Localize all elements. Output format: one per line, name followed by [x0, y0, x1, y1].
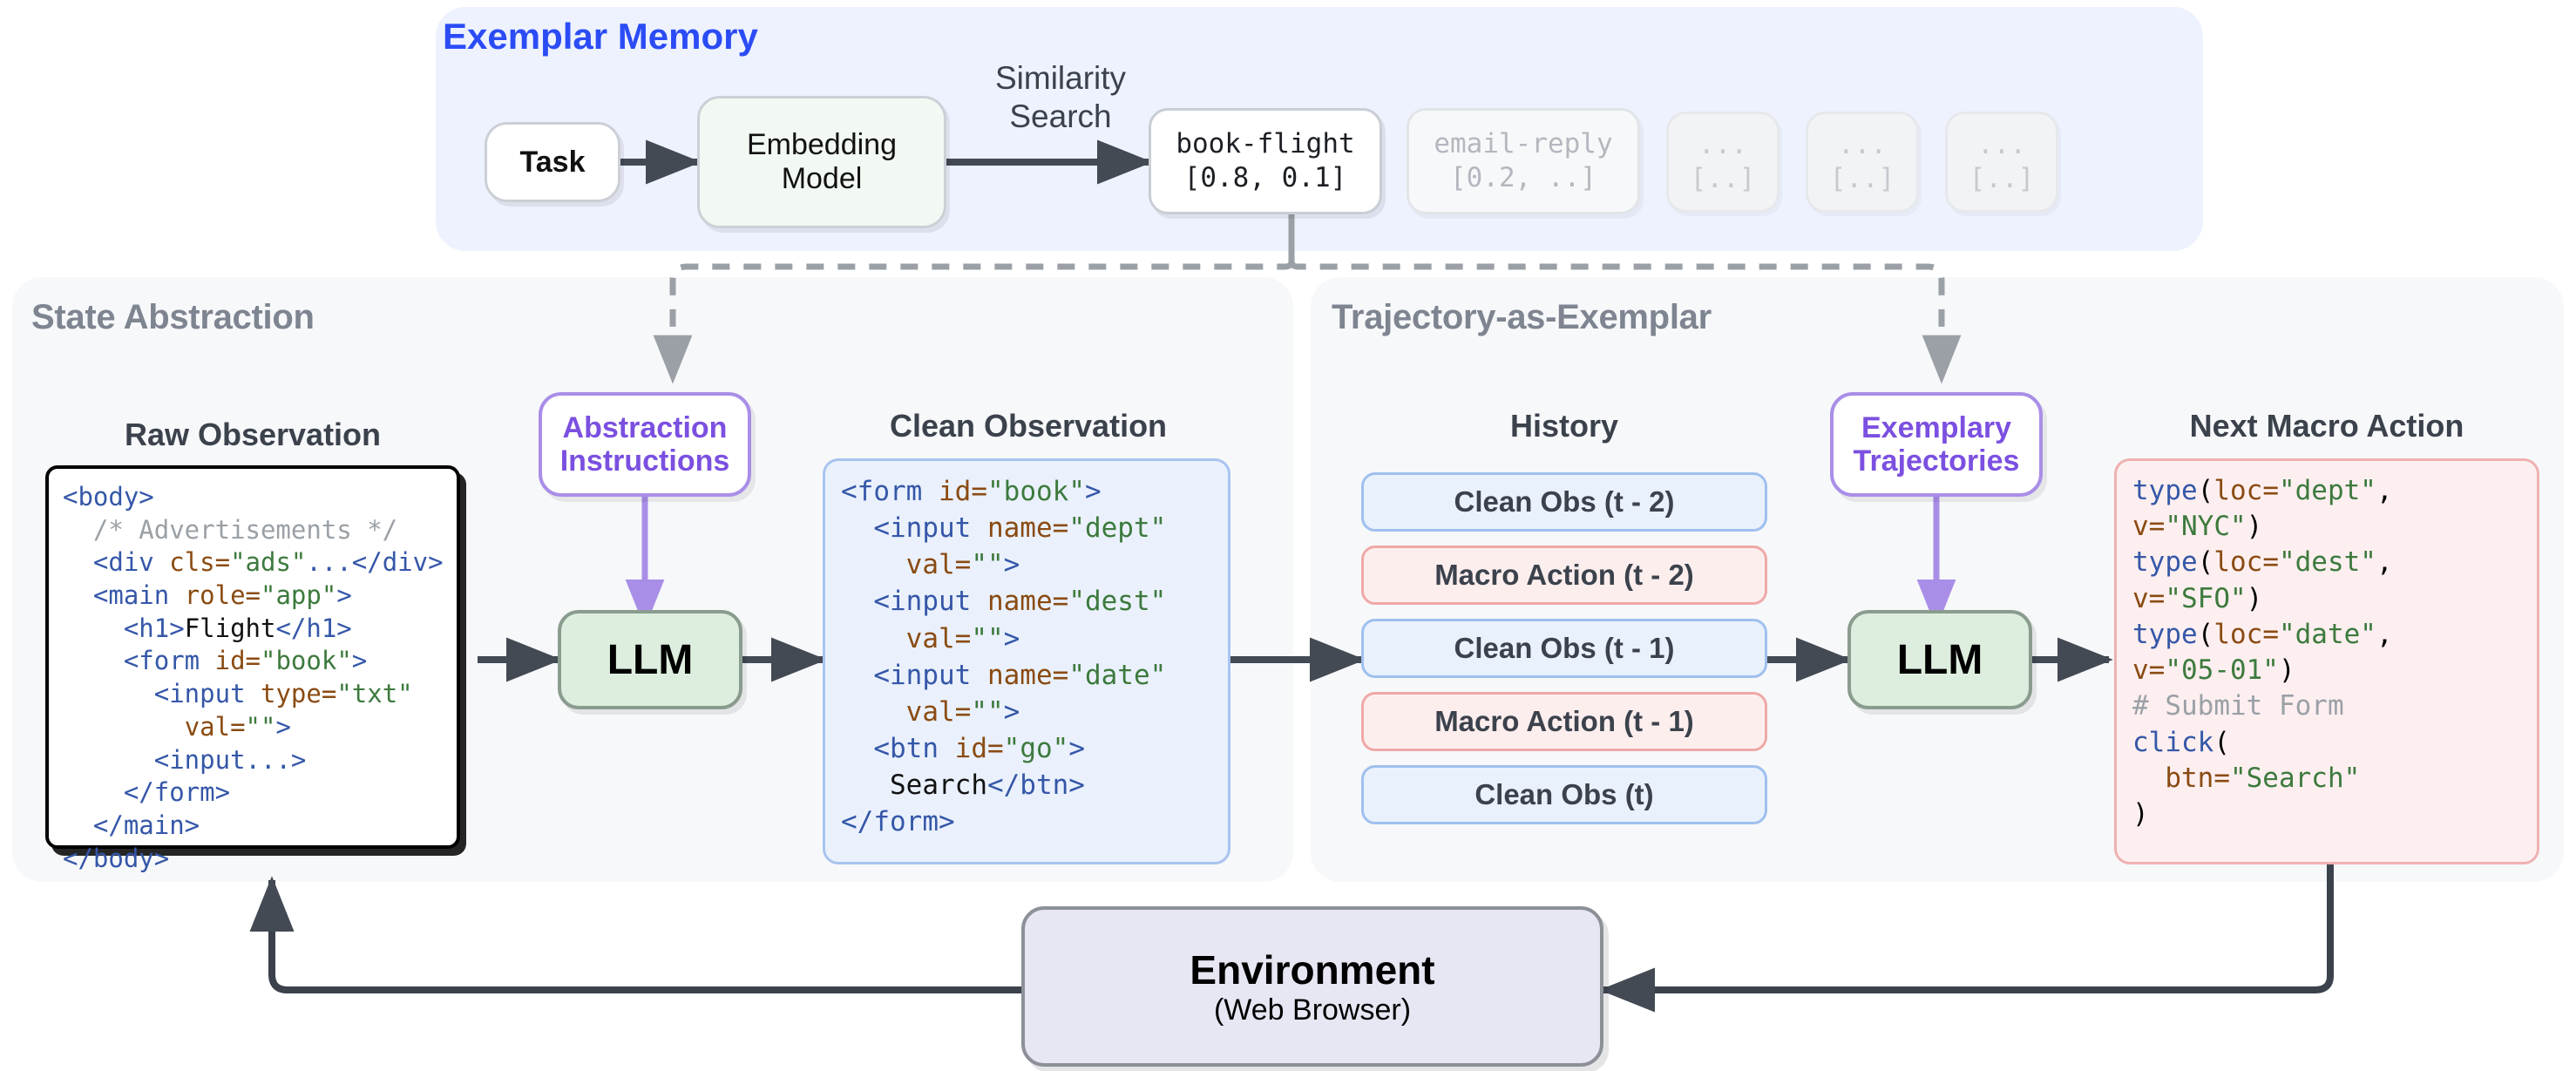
environment-node[interactable]: Environment (Web Browser) — [1021, 906, 1603, 1067]
exemplar-email-reply[interactable]: email-reply [0.2, ..] — [1407, 108, 1640, 214]
next-macro-action-code: type(loc="dept", v="NYC") type(loc="dest… — [2114, 458, 2539, 864]
exemplary-line-1: Exemplary — [1861, 410, 2011, 444]
state-abstraction-title: State Abstraction — [31, 298, 315, 336]
history-item-macro-action-t-2[interactable]: Macro Action (t - 2) — [1361, 546, 1767, 605]
abstraction-instructions-node[interactable]: Abstraction Instructions — [539, 392, 751, 497]
exemplar-memory-title: Exemplar Memory — [443, 16, 758, 57]
abstraction-line-1: Abstraction — [562, 410, 728, 444]
next-macro-action-title: Next Macro Action — [2189, 408, 2464, 444]
clean-observation-title: Clean Observation — [889, 408, 1168, 444]
llm-abstraction-node[interactable]: LLM — [558, 610, 742, 709]
similarity-search-label: Similarity Search — [994, 60, 1127, 134]
task-node[interactable]: Task — [485, 122, 620, 202]
history-title: History — [1509, 408, 1619, 444]
clean-observation-code: <form id="book"> <input name="dept" val=… — [823, 458, 1230, 864]
embedding-model-node[interactable]: Embedding Model — [697, 96, 946, 228]
exemplar-vector: [..] — [1969, 163, 2035, 194]
exemplar-vector: [..] — [1690, 163, 1756, 194]
exemplar-vector: [0.8, 0.1] — [1183, 162, 1347, 193]
exemplar-book-flight[interactable]: book-flight [0.8, 0.1] — [1149, 108, 1382, 214]
exemplar-placeholder-2[interactable]: ... [..] — [1806, 112, 1919, 213]
arrow-environment-to-raw — [249, 876, 1021, 993]
exemplar-placeholder-3[interactable]: ... [..] — [1945, 112, 2058, 213]
exemplar-vector: [0.2, ..] — [1450, 162, 1596, 193]
history-item-clean-obs-t-2[interactable]: Clean Obs (t - 2) — [1361, 472, 1767, 532]
exemplary-trajectories-node[interactable]: Exemplary Trajectories — [1830, 392, 2043, 497]
exemplar-placeholder-1[interactable]: ... [..] — [1666, 112, 1779, 213]
exemplar-name: book-flight — [1176, 128, 1355, 160]
abstraction-line-2: Instructions — [559, 444, 730, 478]
history-item-macro-action-t-1[interactable]: Macro Action (t - 1) — [1361, 692, 1767, 751]
exemplary-line-2: Trajectories — [1853, 444, 2020, 478]
llm-policy-node[interactable]: LLM — [1847, 610, 2032, 709]
exemplar-vector: [..] — [1829, 163, 1895, 194]
exemplar-name: ... — [1698, 129, 1747, 161]
exemplar-name: email-reply — [1434, 128, 1613, 160]
exemplar-name: ... — [1838, 129, 1887, 161]
history-item-clean-obs-t-1[interactable]: Clean Obs (t - 1) — [1361, 619, 1767, 678]
exemplar-name: ... — [1977, 129, 2026, 161]
raw-observation-code: <body> /* Advertisements */ <div cls="ad… — [45, 465, 460, 873]
history-item-clean-obs-t[interactable]: Clean Obs (t) — [1361, 765, 1767, 824]
environment-subtitle: (Web Browser) — [1213, 993, 1412, 1027]
raw-observation-title: Raw Observation — [124, 417, 382, 452]
trajectory-as-exemplar-title: Trajectory-as-Exemplar — [1332, 298, 1712, 336]
environment-title: Environment — [1190, 946, 1435, 993]
